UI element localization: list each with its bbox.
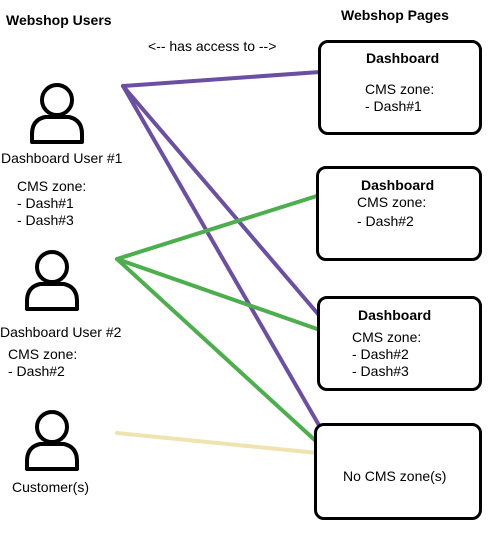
access-connection-line	[121, 84, 322, 429]
page-line: No CMS zone(s)	[343, 468, 447, 484]
user-icon	[30, 83, 84, 144]
page-title: Dashboard	[366, 50, 440, 66]
page-line: - Dash#2	[357, 213, 414, 229]
page-line: CMS zone:	[365, 81, 435, 97]
access-connection-line	[115, 193, 322, 261]
user-cms-item: - Dash#1	[17, 195, 74, 211]
page-title: Dashboard	[361, 177, 435, 193]
page-line: - Dash#1	[365, 98, 422, 114]
page-box: Dashboard CMS zone: - Dash#2 - Dash#3	[317, 296, 482, 391]
page-title: Dashboard	[358, 307, 432, 323]
user-label: Dashboard User #1	[1, 150, 123, 166]
user-icon	[25, 250, 79, 311]
page-line: - Dash#2	[352, 346, 409, 362]
access-connection-line	[121, 84, 320, 316]
page-box: Dashboard CMS zone: - Dash#2	[316, 166, 482, 261]
user-label: Customer(s)	[12, 479, 90, 495]
access-connection-line	[115, 257, 320, 445]
page-line: CMS zone:	[357, 194, 427, 210]
users-heading: Webshop Users	[6, 12, 112, 28]
page-box: Dashboard CMS zone: - Dash#1	[318, 40, 482, 135]
page-line: - Dash#3	[352, 363, 409, 379]
user-icon	[25, 410, 79, 471]
access-note: <-- has access to -->	[148, 38, 277, 54]
user-cms-item: - Dash#3	[17, 212, 74, 228]
pages-heading: Webshop Pages	[341, 7, 449, 23]
access-connection-line	[121, 70, 322, 88]
access-connection-line	[115, 257, 322, 332]
page-box: No CMS zone(s)	[314, 423, 482, 520]
user-cms-label: CMS zone:	[17, 178, 87, 194]
page-line: CMS zone:	[352, 329, 422, 345]
access-connection-line	[115, 431, 320, 455]
user-cms-label: CMS zone:	[8, 346, 78, 362]
user-label: Dashboard User #2	[0, 324, 122, 340]
user-cms-item: - Dash#2	[8, 363, 65, 379]
